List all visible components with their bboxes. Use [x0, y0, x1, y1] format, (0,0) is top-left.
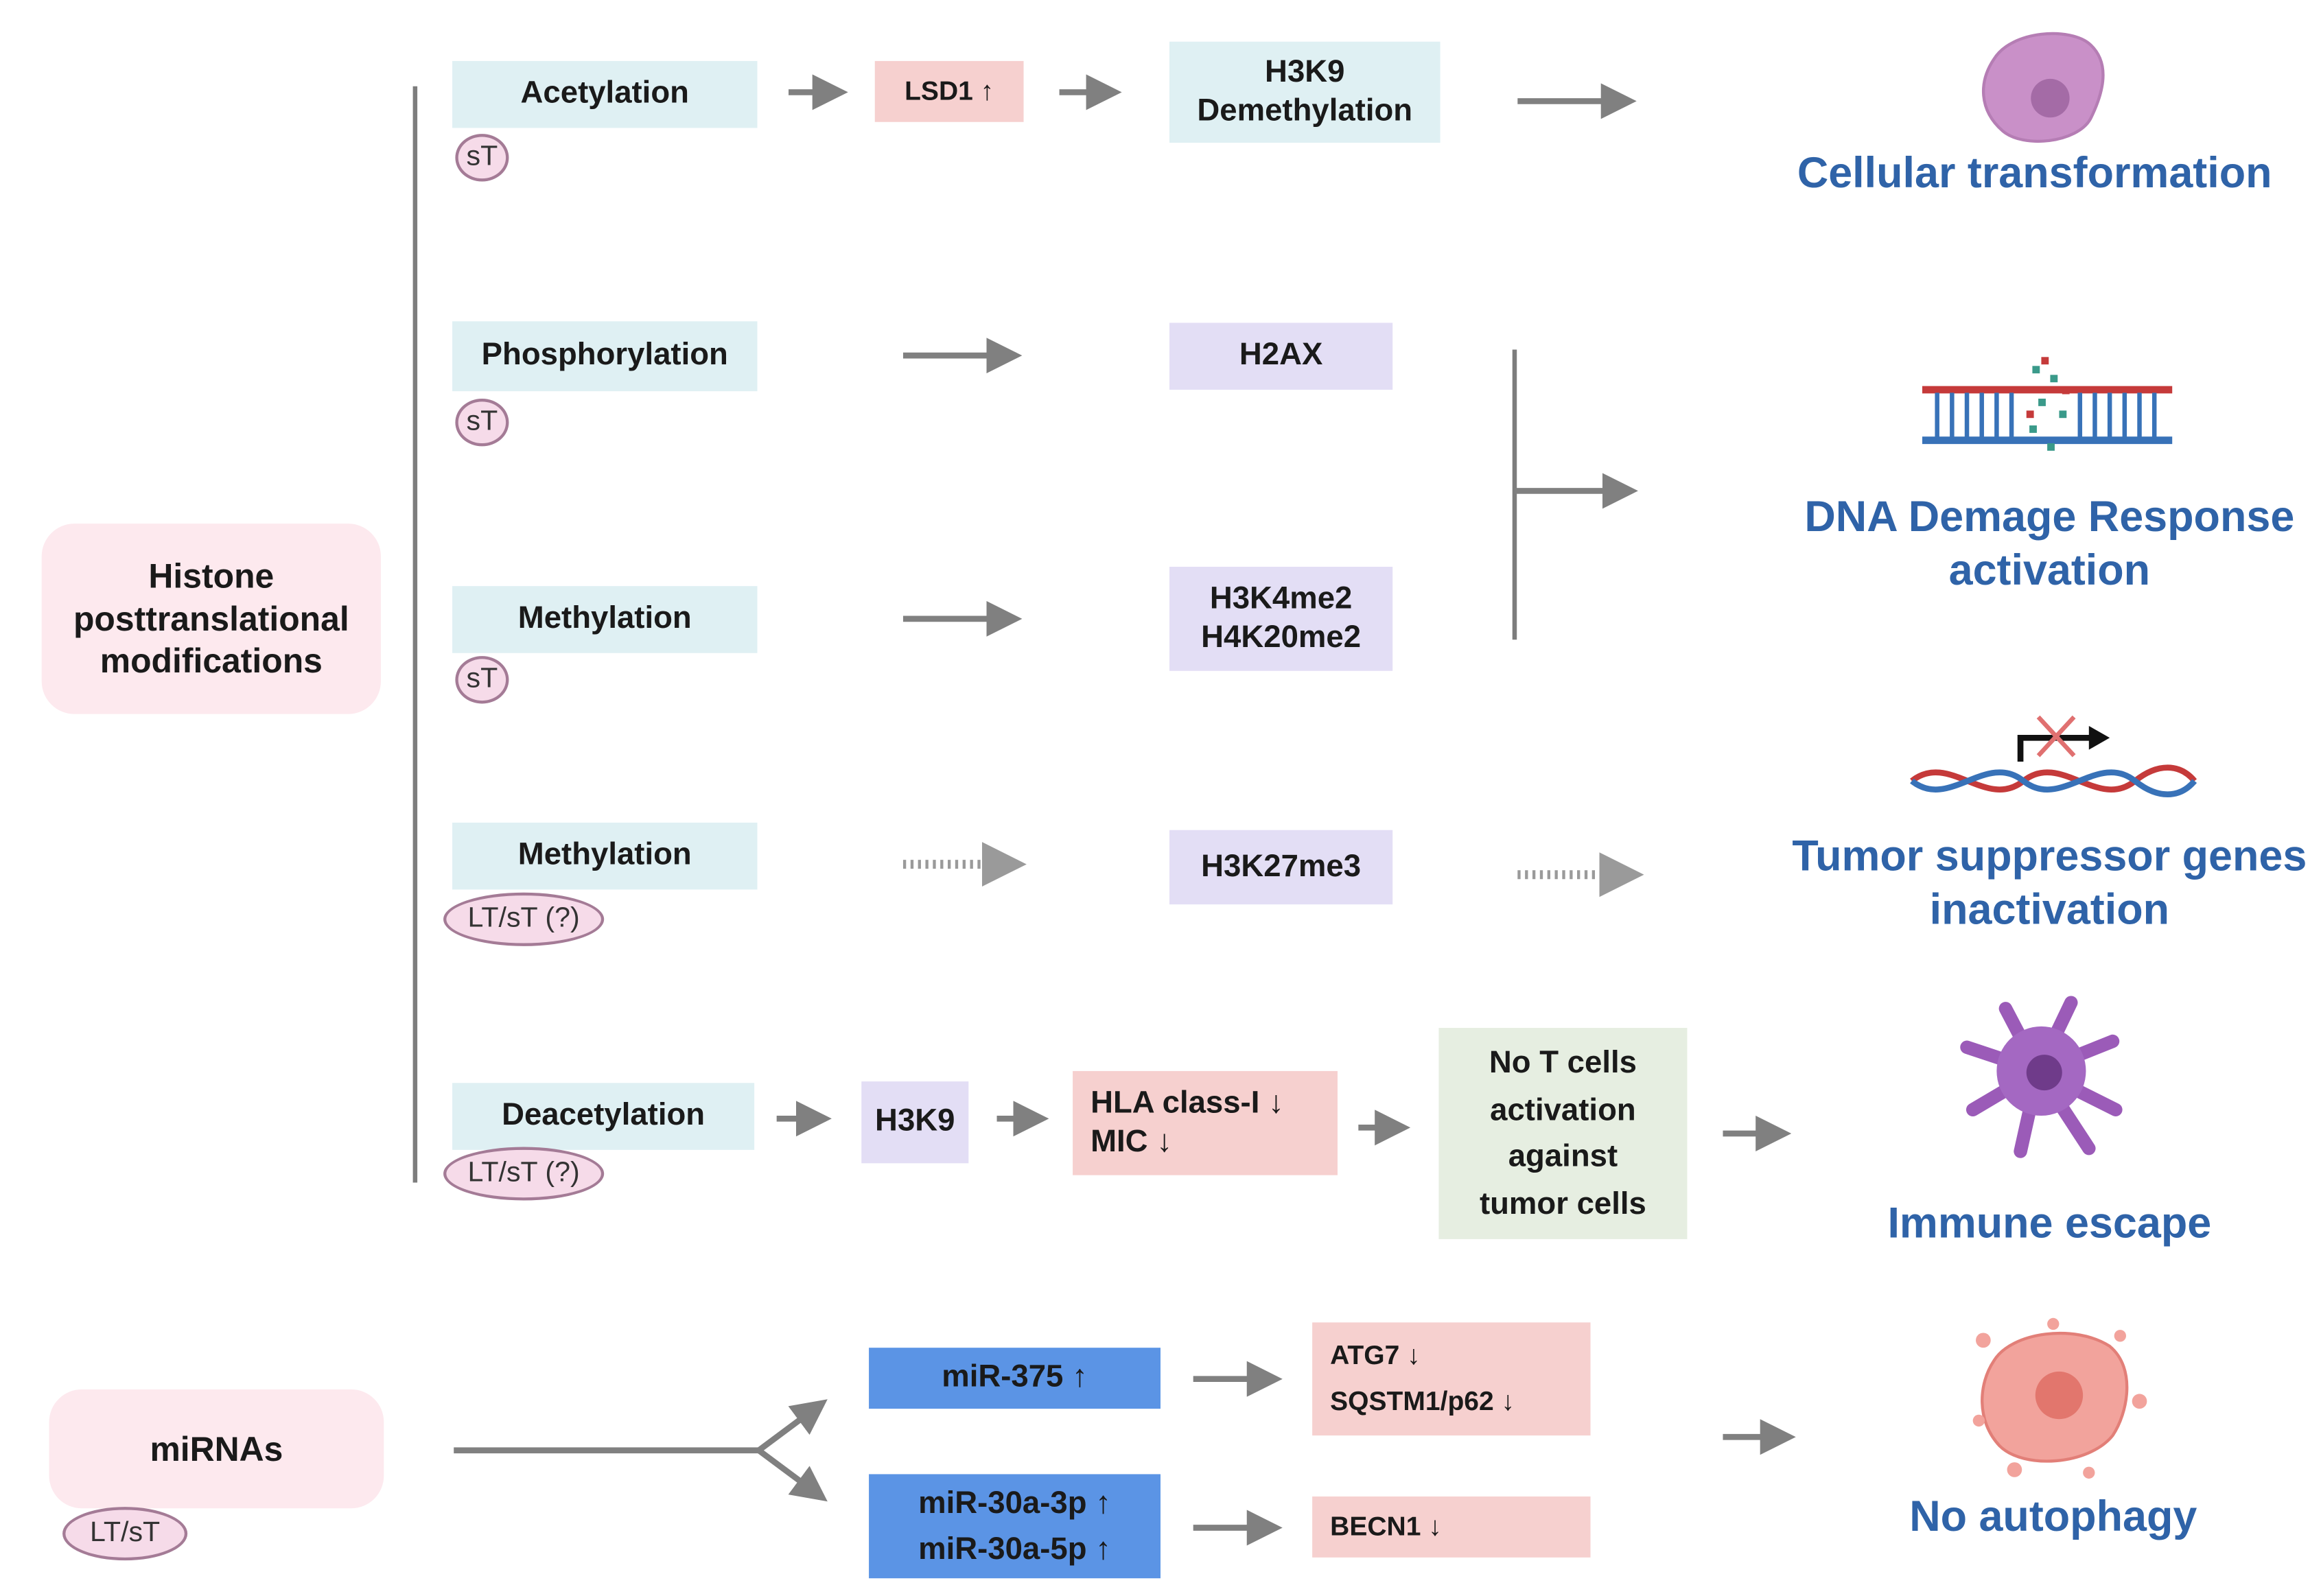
h3k9-text: H3K9 [875, 1104, 955, 1139]
lsd1-text: LSD1 ↑ [905, 76, 994, 106]
no-t-cells-box: No T cells activation against tumor cell… [1438, 1028, 1688, 1239]
tsg-line-1: Tumor suppressor genes [1792, 833, 2307, 881]
h2ax-text: H2AX [1239, 338, 1323, 373]
no-autophagy-label: No autophagy [1793, 1490, 2313, 1545]
hla-line: HLA class-I ↓ [1090, 1085, 1284, 1120]
atg7-sqstm1-box: ATG7 ↓ SQSTM1/p62 ↓ [1312, 1322, 1591, 1436]
becn1-text: BECN1 ↓ [1330, 1512, 1442, 1542]
mirnas-text: miRNAs [150, 1429, 283, 1468]
becn1-box: BECN1 ↓ [1312, 1496, 1591, 1558]
immune-text: Immune escape [1887, 1200, 2212, 1248]
immune-cell-icon [1960, 996, 2123, 1158]
arrow [757, 1448, 828, 1502]
deacetylation-tag: LT/sT (?) [443, 1147, 605, 1201]
ddr-line-1: DNA Demage Response [1804, 493, 2295, 542]
h4k20me2-line: H4K20me2 [1201, 620, 1362, 655]
h3k4me2-line: H3K4me2 [1209, 581, 1353, 615]
ddr-line-2: activation [1948, 548, 2151, 596]
methylation-text: Methylation [517, 601, 692, 636]
acetylation-box: Acetylation [452, 60, 758, 128]
mir30-box: miR-30a-3p ↑ miR-30a-5p ↑ [869, 1474, 1161, 1579]
mirnas-tag: LT/sT [62, 1507, 188, 1561]
cellular-text: Cellular transformation [1797, 150, 2272, 198]
methylation-tag-2: LT/sT (?) [443, 892, 605, 946]
dna-silenced-icon [1910, 715, 2197, 797]
h3k9-demethylation-box: H3K9 Demethylation [1169, 41, 1441, 143]
methylation-tag: sT [455, 656, 509, 704]
lsd1-box: LSD1 ↑ [874, 60, 1024, 122]
cellular-transformation-label: Cellular transformation [1778, 148, 2291, 202]
tcell-line-1: No T cells [1489, 1046, 1637, 1080]
tcell-line-4: tumor cells [1479, 1186, 1646, 1221]
h3k9-box: H3K9 [861, 1081, 969, 1164]
hla-mic-box: HLA class-I ↓ MIC ↓ [1073, 1070, 1338, 1175]
phosphorylation-tag: sT [455, 399, 509, 447]
tcell-line-3: against [1508, 1139, 1618, 1174]
tsg-inactivation-label: Tumor suppressor genes inactivation [1771, 830, 2321, 938]
deacetylation-text: Deacetylation [502, 1098, 705, 1133]
h3k9-line: H3K9 [1265, 54, 1345, 89]
phosphorylation-box: Phosphorylation [452, 321, 758, 392]
mir375-text: miR-375 ↑ [942, 1360, 1088, 1395]
arrow [757, 1399, 828, 1453]
mirnas-label: miRNAs [49, 1389, 384, 1509]
h2ax-box: H2AX [1169, 322, 1393, 390]
histone-modifications-label: Histone posttranslational modifications [41, 524, 381, 714]
acetylation-tag: sT [455, 134, 509, 182]
methylation-text-2: Methylation [517, 838, 692, 873]
mir375-box: miR-375 ↑ [869, 1348, 1161, 1409]
mic-line: MIC ↓ [1090, 1124, 1172, 1159]
atg7-line: ATG7 ↓ [1330, 1341, 1421, 1371]
h3k27me3-box: H3K27me3 [1169, 830, 1393, 905]
phosphorylation-text: Phosphorylation [481, 338, 728, 373]
cell-icon [1982, 32, 2105, 143]
ddr-activation-label: DNA Demage Response activation [1778, 491, 2321, 598]
tcell-line-2: activation [1490, 1092, 1636, 1127]
histone-text: Histone posttranslational modifications [73, 556, 349, 681]
methylation-box: Methylation [452, 586, 758, 653]
mir30a-3p-line: miR-30a-3p ↑ [918, 1485, 1111, 1520]
tsg-line-2: inactivation [1929, 887, 2170, 935]
sqstm1-line: SQSTM1/p62 ↓ [1330, 1386, 1515, 1416]
apoptotic-cell-icon [1972, 1317, 2147, 1479]
h3k4me2-h4k20me2-box: H3K4me2 H4K20me2 [1169, 566, 1393, 671]
acetylation-text: Acetylation [520, 76, 689, 111]
deacetylation-box: Deacetylation [452, 1083, 755, 1150]
autophagy-text: No autophagy [1909, 1493, 2197, 1541]
mir30a-5p-line: miR-30a-5p ↑ [918, 1532, 1111, 1566]
h3k27me3-text: H3K27me3 [1201, 849, 1362, 884]
dna-damage-icon [1922, 357, 2173, 451]
methylation-box-2: Methylation [452, 822, 758, 890]
demethylation-line: Demethylation [1197, 93, 1413, 128]
immune-escape-label: Immune escape [1793, 1197, 2306, 1252]
